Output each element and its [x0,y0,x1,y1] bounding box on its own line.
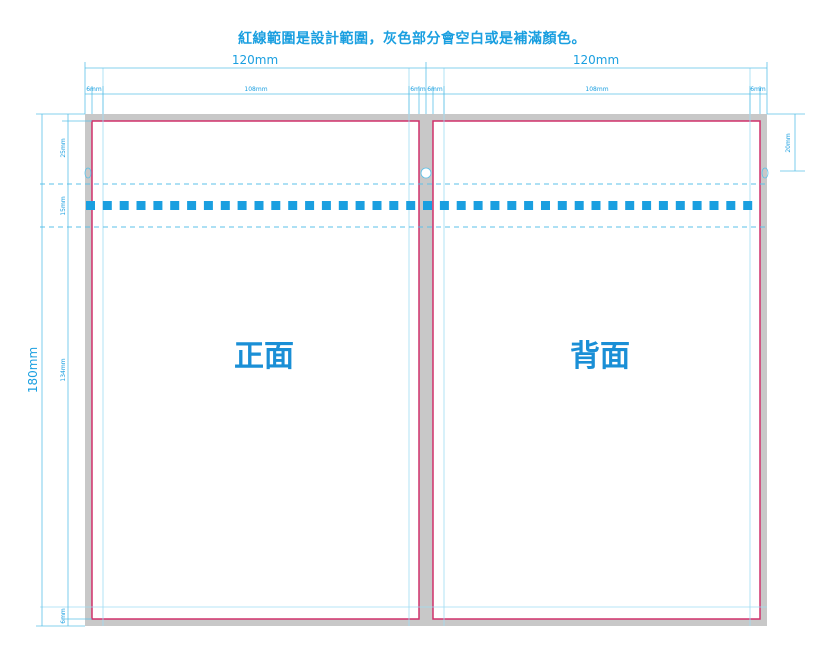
perforation-square [136,201,146,210]
perforation-square [254,201,264,210]
perforation-square [271,201,281,210]
left-dimension-lines [36,113,92,627]
perforation-square [305,201,315,210]
perforation-square [675,201,685,210]
perforation-square [372,201,382,210]
perforation-square [288,201,298,210]
dim-inner-width-right: 108mm [585,86,608,93]
perforation-square [406,201,416,210]
perforation-square [591,201,601,210]
perforation-square [625,201,635,210]
dim-side-note: 20mm [785,133,792,152]
perforation-square [709,201,719,210]
perforation-square [355,201,365,210]
perforation-square [608,201,618,210]
perforation-square [439,201,449,210]
perforation-square [456,201,466,210]
perforation-square [743,201,753,210]
perforation-square [203,201,213,210]
perforation-square [557,201,567,210]
perforation-square [389,201,399,210]
back-hang-hole-right [761,167,769,179]
perforation-square [153,201,163,210]
center-hang-hole [420,167,432,179]
dim-margin-2: 6mm [410,86,426,93]
perforation-square [507,201,517,210]
perforation-square [473,201,483,210]
back-label: 背面 [570,339,630,374]
perforation-square [692,201,702,210]
dim-total-height: 180mm [26,347,40,393]
dim-top-section: 25mm [60,138,67,157]
perforation-square [423,201,432,210]
perforation-square [642,201,652,210]
perforation-square [170,201,180,210]
perforation-square [574,201,584,210]
dim-width-right: 120mm [573,53,619,67]
perforation-square [658,201,668,210]
perforation-square [102,201,112,210]
perforation-square [524,201,534,210]
dim-perforation-section: 15mm [60,196,67,215]
dim-bottom-margin: 6mm [60,608,67,624]
perforation-square [220,201,230,210]
top-dimension-lines [84,62,768,114]
dim-inner-width-left: 108mm [244,86,267,93]
perforation-square [338,201,348,210]
dim-body-section: 134mm [60,358,67,381]
perforation-square [726,201,736,210]
dim-margin-4: 6mm [750,86,766,93]
perforation-square [541,201,550,210]
dim-margin-1: 6mm [86,86,102,93]
dim-margin-3: 6mm [427,86,443,93]
perforation-square [321,201,331,210]
perforation-line [86,201,753,210]
perforation-square [187,201,197,210]
inner-guides [40,68,767,626]
perforation-square [490,201,500,210]
perforation-square [119,201,129,210]
instruction-text: 紅線範圍是設計範圍，灰色部分會空白或是補滿顏色。 [238,31,586,47]
fold-lines [40,183,767,228]
front-hang-hole-left [84,167,92,179]
right-dimension-lines [767,113,805,172]
perforation-square [237,201,247,210]
dim-width-left: 120mm [232,53,278,67]
perforation-square [86,201,95,210]
front-label: 正面 [234,339,294,374]
